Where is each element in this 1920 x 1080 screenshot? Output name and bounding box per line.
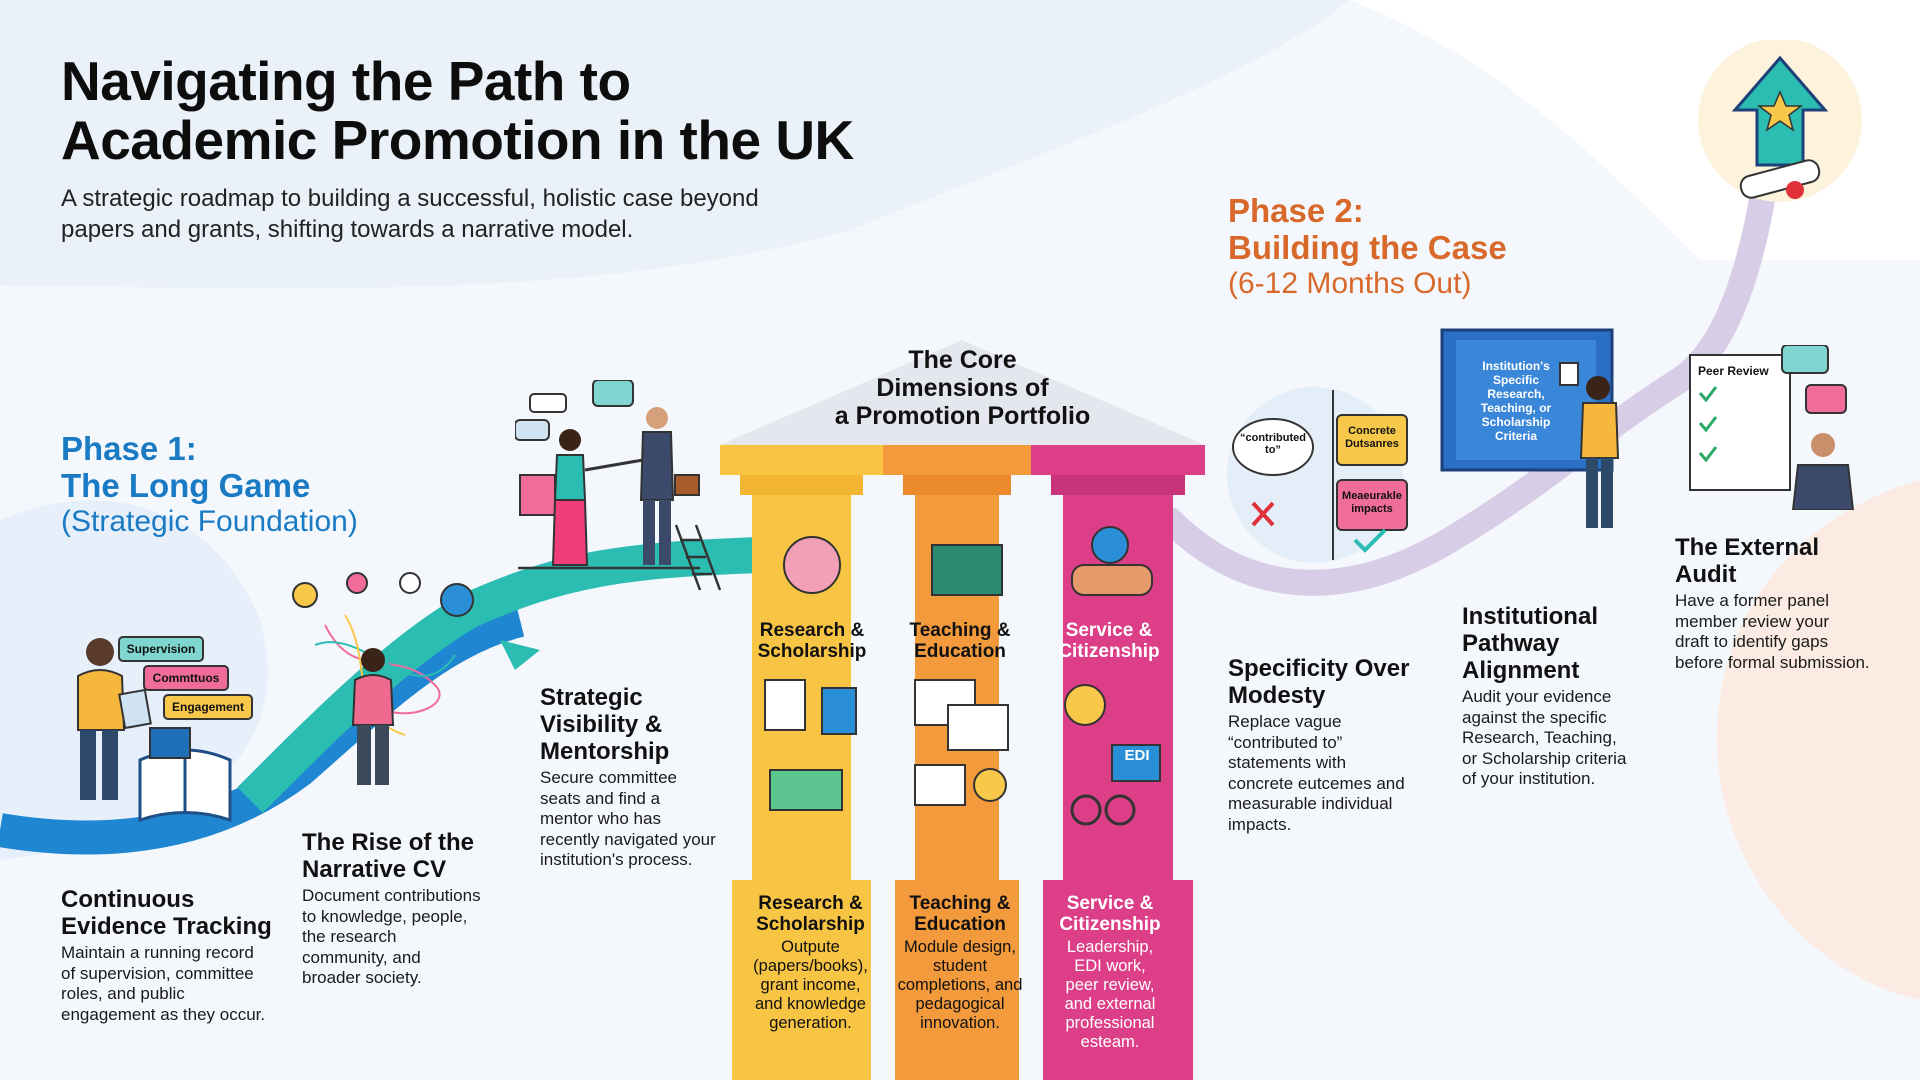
phase2-heading: Phase 2: Building the Case (6-12 Months … — [1228, 192, 1507, 300]
title-line-2: Academic Promotion in the UK — [61, 109, 854, 171]
page-title: Navigating the Path to Academic Promotio… — [61, 52, 854, 170]
step-pathway-alignment: Institutional Pathway Alignment Audit yo… — [1462, 603, 1627, 788]
service-base: Service & Citizenship Leadership, EDI wo… — [1059, 893, 1161, 1051]
portfolio-title: The Core Dimensions of a Promotion Portf… — [834, 346, 1091, 430]
concrete-outcomes-tag: Concrete Dutsanres — [1345, 425, 1399, 450]
chart-screen-icon — [947, 704, 1009, 751]
ladder-icon — [674, 524, 722, 591]
tag-supervision: Supervision — [118, 636, 204, 662]
glasses-icon — [1070, 794, 1102, 826]
temple-roof — [720, 340, 1205, 445]
promotion-arrow-icon — [1698, 40, 1862, 202]
chat-bubble-icon — [529, 393, 567, 413]
service-label: Service & Citizenship — [1058, 620, 1160, 662]
edi-badge-icon — [1111, 744, 1161, 782]
teaching-label: Teaching & Education — [909, 620, 1011, 662]
portfolio-temple — [720, 340, 1205, 1080]
briefcase-icon — [674, 474, 700, 496]
teaching-base: Teaching & Education Module design, stud… — [897, 893, 1023, 1032]
diploma-icon — [1739, 159, 1821, 199]
chat-bubble-icon — [515, 419, 550, 441]
people-icon — [346, 572, 368, 594]
book-icon — [821, 687, 857, 735]
chair-icon — [519, 474, 556, 516]
mentorship-illustration — [515, 380, 700, 566]
step-specificity: Specificity Over Modesty Replace vague “… — [1228, 655, 1410, 834]
award-icon — [1064, 684, 1106, 726]
specificity-illustration — [1227, 387, 1408, 563]
title-line-1: Navigating the Path to — [61, 50, 631, 112]
lightbulb-icon — [292, 582, 318, 608]
phase1-heading: Phase 1: The Long Game (Strategic Founda… — [61, 430, 358, 538]
research-label: Research & Scholarship — [757, 620, 867, 662]
step-visibility-mentorship: Strategic Visibility & Mentorship Secure… — [540, 684, 716, 869]
paper-icon — [764, 679, 806, 731]
brain-icon — [783, 536, 841, 594]
narrative-cv-illustration — [292, 572, 474, 785]
criteria-board-text: Institution's Specific Research, Teachin… — [1480, 359, 1552, 443]
edi-label: EDI — [1124, 747, 1150, 764]
lightbulb-icon — [973, 768, 1007, 802]
chat-bubble-icon — [1805, 384, 1847, 414]
network-icon — [399, 572, 421, 594]
step-external-audit: The External Audit Have a former panel m… — [1675, 534, 1870, 672]
star-icon — [1756, 90, 1804, 132]
peer-review-illustration — [1689, 345, 1855, 510]
handshake-icon — [1071, 564, 1153, 596]
vague-phrase: “contributed to” — [1240, 432, 1306, 456]
globe-icon — [1091, 526, 1129, 564]
chat-bubble-icon — [1781, 345, 1829, 374]
evidence-tracking-illustration — [77, 638, 232, 823]
graduation-board-icon — [931, 544, 1003, 596]
subtitle: A strategic roadmap to building a succes… — [61, 185, 759, 243]
checkmark-icon — [1698, 416, 1718, 433]
chat-bubble-icon — [592, 380, 634, 407]
step-evidence-tracking: Continuous Evidence Tracking Maintain a … — [61, 886, 272, 1024]
tag-committees: Commttuos — [143, 665, 229, 691]
tag-engagement: Engagement — [163, 694, 253, 720]
money-icon — [769, 769, 843, 811]
bar-chart-icon — [914, 764, 966, 806]
step-narrative-cv: The Rise of the Narrative CV Document co… — [302, 829, 481, 987]
measurable-impacts-tag: Meaeurakle impacts — [1342, 490, 1402, 515]
peer-review-label: Peer Review — [1698, 364, 1769, 378]
checkmark-icon — [1698, 386, 1718, 403]
checkmark-icon — [1698, 446, 1718, 463]
criteria-board-illustration — [1440, 328, 1620, 528]
research-base: Research & Scholarship Outpute (papers/b… — [753, 893, 868, 1032]
globe-icon — [440, 583, 474, 617]
